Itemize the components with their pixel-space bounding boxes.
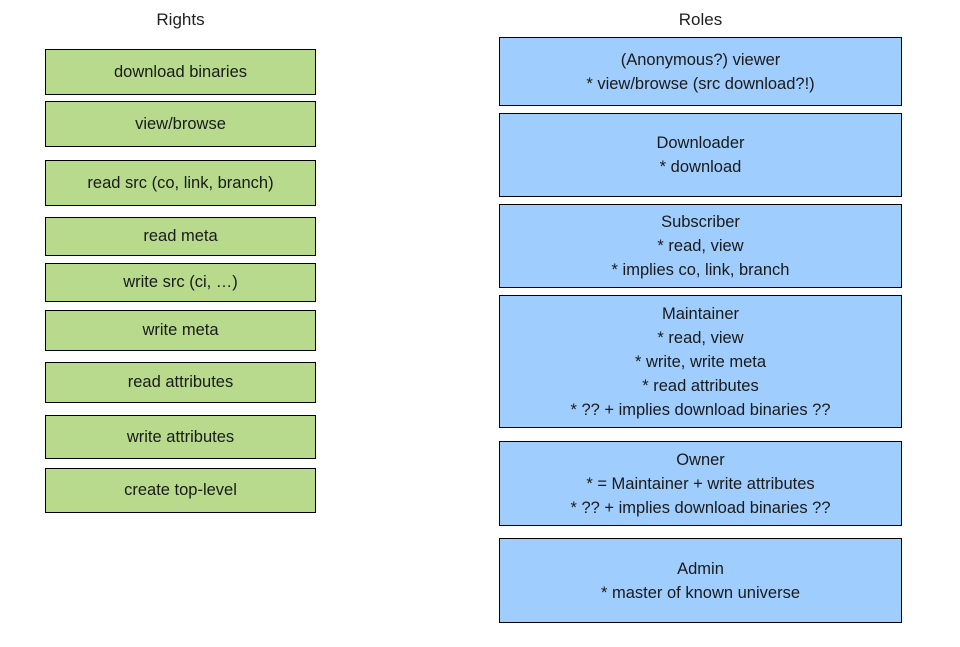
role-detail: * read, view — [657, 328, 744, 347]
role-detail: * write, write meta — [634, 352, 767, 371]
role-detail: * read, view — [657, 237, 744, 255]
role-detail: * = Maintainer + write attributes — [586, 474, 815, 493]
role-detail: * implies co, link, branch — [611, 261, 790, 279]
rights-box-label: download binaries — [113, 62, 247, 81]
role-detail: * download — [659, 158, 742, 176]
rights-box-label: write src (ci, …) — [123, 273, 238, 291]
rights-box-read-meta[interactable]: read meta — [45, 217, 316, 256]
role-name: Owner — [676, 450, 725, 469]
rights-box-label: view/browse — [135, 114, 226, 133]
rights-box-create-top-level[interactable]: create top-level — [45, 468, 316, 513]
roles-box-subscriber[interactable]: Subscriber * read, view * implies co, li… — [499, 204, 902, 288]
role-detail: * read attributes — [642, 376, 759, 395]
rights-box-label: write meta — [142, 321, 219, 339]
rights-box-label: write attributes — [126, 427, 235, 446]
rights-box-read-src[interactable]: read src (co, link, branch) — [45, 160, 316, 206]
role-name: Subscriber — [661, 213, 740, 231]
role-detail: * view/browse (src download?!) — [586, 74, 815, 93]
rights-box-write-meta[interactable]: write meta — [45, 310, 316, 351]
rights-column-title: Rights — [156, 10, 205, 29]
roles-column-title: Roles — [678, 10, 723, 29]
rights-box-write-attributes[interactable]: write attributes — [45, 415, 316, 459]
rights-box-label: read src (co, link, branch) — [87, 173, 274, 192]
roles-box-anonymous-viewer[interactable]: (Anonymous?) viewer * view/browse (src d… — [499, 37, 902, 106]
roles-box-maintainer[interactable]: Maintainer * read, view * write, write m… — [499, 295, 902, 428]
rights-box-write-src[interactable]: write src (ci, …) — [45, 263, 316, 302]
role-name: (Anonymous?) viewer — [620, 50, 781, 69]
roles-box-admin[interactable]: Admin * master of known universe — [499, 538, 902, 623]
role-name: Maintainer — [661, 304, 740, 323]
role-name: Downloader — [656, 134, 745, 152]
role-detail: * ?? + implies download binaries ?? — [570, 400, 831, 419]
role-detail: * ?? + implies download binaries ?? — [570, 498, 831, 517]
rights-box-download-binaries[interactable]: download binaries — [45, 49, 316, 95]
rights-box-label: read meta — [143, 227, 218, 245]
role-detail: * master of known universe — [600, 583, 800, 602]
rights-box-read-attributes[interactable]: read attributes — [45, 362, 316, 403]
rights-box-view-browse[interactable]: view/browse — [45, 101, 316, 147]
rights-box-label: read attributes — [127, 373, 234, 391]
roles-box-owner[interactable]: Owner * = Maintainer + write attributes … — [499, 441, 902, 526]
roles-box-downloader[interactable]: Downloader * download — [499, 113, 902, 197]
rights-box-label: create top-level — [124, 481, 237, 499]
role-name: Admin — [677, 559, 724, 578]
